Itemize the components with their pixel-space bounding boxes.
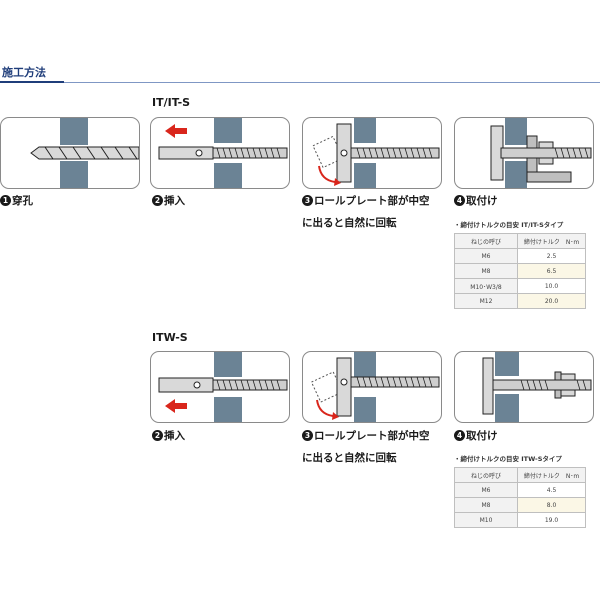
step-insert-illustration: [150, 117, 290, 189]
cell-torque: 19.0: [517, 512, 586, 528]
table-header-row: ねじの呼び 締付けトルク N･m: [454, 233, 586, 249]
cell-torque: 20.0: [517, 293, 586, 309]
torque-title-itw: ・締付けトルクの目安 ITW-Sタイプ: [454, 455, 562, 463]
cell-size: M8: [454, 263, 518, 279]
roll-plate-rotate-icon: [310, 352, 440, 422]
step-fasten-illustration-itw: [454, 351, 594, 423]
step-fasten-illustration: [454, 117, 594, 189]
cell-size: M6: [454, 482, 518, 498]
table-row: M10･W3/8 10.0: [454, 278, 586, 294]
cell-torque: 8.0: [517, 497, 586, 513]
step-insert-illustration-itw: [150, 351, 290, 423]
table-header-row: ねじの呼び 締付けトルク N･m: [454, 467, 586, 483]
cell-torque: 2.5: [517, 248, 586, 264]
cell-torque: 10.0: [517, 278, 586, 294]
roll-plate-rotate-icon: [312, 118, 440, 188]
column-header-torque: 締付けトルク N･m: [517, 233, 586, 249]
table-row: M6 4.5: [454, 482, 586, 498]
title-underline: [0, 81, 64, 83]
step-caption-rotate-itw-line2: に出ると自然に回転: [302, 452, 397, 464]
cell-size: M12: [454, 293, 518, 309]
table-row: M8 8.0: [454, 497, 586, 513]
fastened-anchor-icon: [482, 352, 592, 422]
cell-size: M10: [454, 512, 518, 528]
cell-torque: 6.5: [517, 263, 586, 279]
cell-size: M8: [454, 497, 518, 513]
cell-torque: 4.5: [517, 482, 586, 498]
cell-size: M6: [454, 248, 518, 264]
step-drill-illustration: [0, 117, 140, 189]
cell-size: M10･W3/8: [454, 278, 518, 294]
fastened-anchor-icon: [490, 118, 592, 188]
table-row: M6 2.5: [454, 248, 586, 264]
step-caption-rotate-line2: に出ると自然に回転: [302, 217, 397, 229]
table-row: M10 19.0: [454, 512, 586, 528]
step-rotate-illustration-itw: [302, 351, 442, 423]
group-label-itw: ITW-S: [152, 331, 188, 344]
step-rotate-illustration: [302, 117, 442, 189]
section-title: 施工方法: [2, 66, 46, 79]
group-label-it: IT/IT-S: [152, 96, 191, 109]
torque-table-it: ねじの呼び 締付けトルク N･m M6 2.5 M8 6.5 M10･W3/8 …: [454, 233, 586, 309]
title-divider: [0, 82, 600, 83]
column-header-size: ねじの呼び: [454, 233, 518, 249]
torque-title-it: ・締付けトルクの目安 IT/IT-Sタイプ: [454, 221, 564, 229]
anchor-insert-icon: [158, 118, 288, 188]
anchor-insert-icon: [158, 352, 288, 422]
table-row: M12 20.0: [454, 293, 586, 309]
torque-table-itw: ねじの呼び 締付けトルク N･m M6 4.5 M8 8.0 M10 19.0: [454, 467, 586, 528]
table-row: M8 6.5: [454, 263, 586, 279]
drill-bit-icon: [30, 118, 139, 188]
column-header-torque: 締付けトルク N･m: [517, 467, 586, 483]
column-header-size: ねじの呼び: [454, 467, 518, 483]
